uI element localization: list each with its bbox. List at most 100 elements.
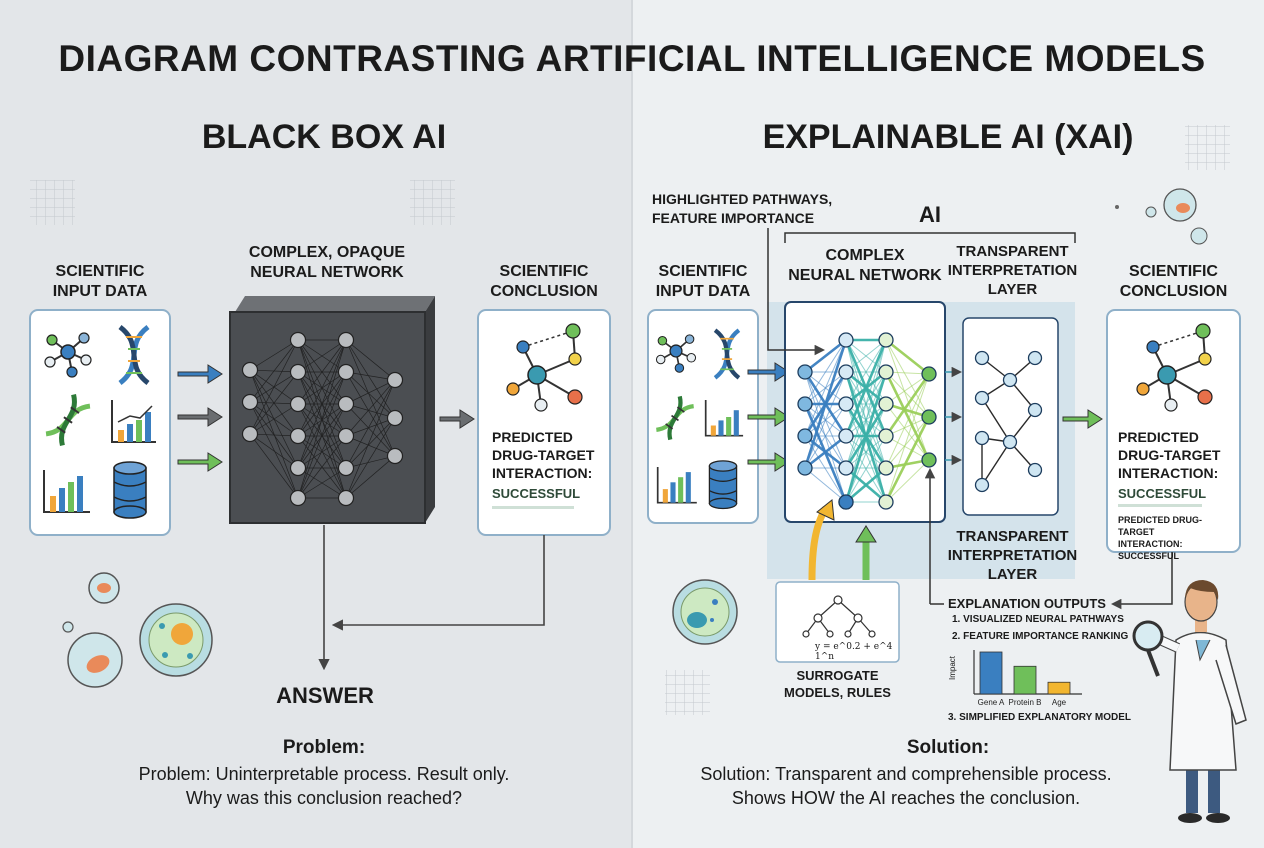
network-node <box>797 396 813 412</box>
network-node <box>878 396 894 412</box>
molecule-icon <box>1136 323 1213 412</box>
conclusion-arrow <box>1062 409 1103 429</box>
database-icon <box>113 461 147 519</box>
ai-bracket <box>784 232 1076 243</box>
left-conclusion-label: SCIENTIFIC CONCLUSION <box>490 263 598 300</box>
network-edge <box>884 416 931 503</box>
network-node <box>878 332 894 348</box>
network-edge <box>885 339 930 418</box>
result-underline <box>492 506 574 509</box>
right-network-label: COMPLEX NEURAL NETWORK <box>788 247 942 284</box>
network-edge <box>345 379 396 437</box>
network-edge <box>249 339 299 435</box>
network-edge <box>345 379 396 499</box>
network-node <box>386 409 404 427</box>
network-node <box>838 332 854 348</box>
network-node <box>838 428 854 444</box>
decor-grid <box>1185 125 1230 170</box>
solution-heading: Solution: <box>906 737 990 758</box>
network-node <box>386 371 404 389</box>
cell-icon <box>62 572 213 688</box>
network-edge <box>249 339 299 403</box>
explanation-item-1: 1. VISUALIZED NEURAL PATHWAYS <box>952 614 1124 625</box>
importance-tick-label: Age <box>1052 698 1067 707</box>
network-node <box>241 361 259 379</box>
network-node <box>289 363 307 381</box>
network-node <box>289 331 307 349</box>
left-result: SUCCESSFUL <box>492 486 581 501</box>
result-underline <box>1118 504 1202 507</box>
dna-icon <box>655 395 695 441</box>
database-icon <box>708 460 738 510</box>
molecule-icon <box>44 332 92 378</box>
left-input-label: SCIENTIFIC INPUT DATA <box>52 263 148 300</box>
surrogate-arrows <box>808 499 877 581</box>
right-conclusion-box <box>1106 309 1241 553</box>
interp-node <box>1027 462 1043 478</box>
interp-node <box>1027 402 1043 418</box>
dna-icon <box>713 328 741 380</box>
network-edge <box>804 338 847 374</box>
interp-edge <box>981 441 1011 486</box>
network-edge <box>345 417 396 437</box>
network-edge <box>297 403 347 469</box>
xai-network-edges <box>803 338 931 503</box>
network-edge <box>297 339 347 499</box>
interp-label-bottom: TRANSPARENT INTERPRETATION LAYER <box>947 528 1078 583</box>
bar-chart-icon <box>704 400 744 437</box>
importance-ylabel: Impact <box>948 656 957 681</box>
right-result-small: PREDICTED DRUG-TARGET INTERACTION: SUCCE… <box>1118 515 1203 561</box>
layer-arrows <box>945 366 963 466</box>
interp-node <box>974 390 990 406</box>
surrogate-box <box>775 581 900 663</box>
network-node <box>337 489 355 507</box>
explanation-item-3: 3. SIMPLIFIED EXPLANATORY MODEL <box>948 712 1131 723</box>
network-edge <box>297 339 347 373</box>
network-edge <box>804 467 847 503</box>
network-node <box>241 425 259 443</box>
network-edge <box>249 371 299 435</box>
explanation-item-2: 2. FEATURE IMPORTANCE RANKING <box>952 631 1129 642</box>
network-edge <box>885 373 930 405</box>
network-edge <box>345 403 396 457</box>
interp-node <box>974 350 990 366</box>
importance-bar <box>1047 681 1071 695</box>
black-box-network <box>229 296 435 524</box>
network-edge <box>885 416 930 437</box>
answer-connectors <box>318 525 545 671</box>
network-edge <box>804 403 847 469</box>
network-edge <box>345 455 396 499</box>
network-edge <box>345 455 396 469</box>
importance-tick-label: Gene A <box>978 698 1005 707</box>
network-edge <box>345 403 396 419</box>
network-edge <box>345 339 396 419</box>
network-edge <box>885 416 930 469</box>
bar-chart-icon <box>43 470 90 513</box>
network-node <box>797 364 813 380</box>
network-edge <box>845 403 887 503</box>
network-edge <box>845 339 887 405</box>
interp-node <box>974 430 990 446</box>
network-edge <box>297 339 347 469</box>
interpretation-network <box>974 350 1043 493</box>
network-node <box>921 452 937 468</box>
ai-label: AI <box>919 202 941 227</box>
network-edge <box>249 403 299 435</box>
network-edge <box>297 371 347 499</box>
pathway-pointer <box>767 228 826 356</box>
network-edge <box>297 435 347 469</box>
network-edge <box>345 371 396 457</box>
network-edge <box>804 339 847 405</box>
network-edge <box>345 379 396 405</box>
explanation-connectors <box>924 467 1173 610</box>
right-prediction-text: PREDICTED DRUG-TARGET INTERACTION: <box>1118 429 1221 481</box>
network-node <box>838 494 854 510</box>
network-node <box>838 364 854 380</box>
network-edge <box>297 435 347 499</box>
network-edge <box>845 467 887 503</box>
network-edge <box>885 339 930 461</box>
network-edge <box>345 371 396 419</box>
network-node <box>878 460 894 476</box>
network-node <box>386 447 404 465</box>
